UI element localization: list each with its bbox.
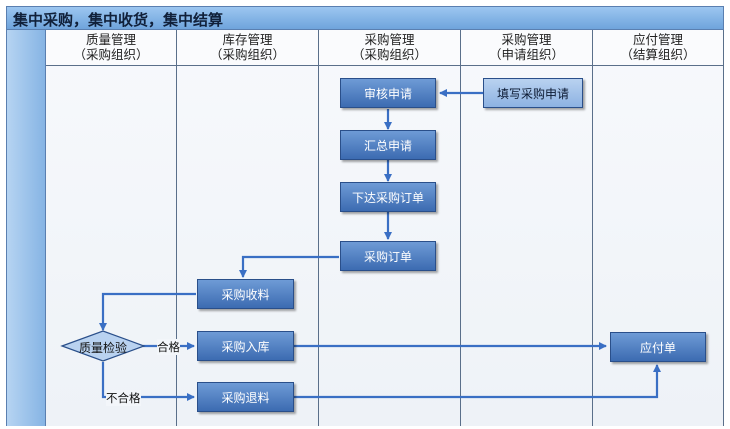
node-issue-order: 下达采购订单 [340,182,436,212]
lane-org: （采购组织） [351,47,427,62]
node-quality-check-label: 质量检验 [79,341,128,355]
lane-title: 采购管理 [501,32,552,47]
lane-title: 质量管理 [85,32,136,47]
node-label: 采购退料 [221,390,270,405]
diagram-title: 集中采购，集中收货，集中结算 [13,11,224,29]
node-payable: 应付单 [610,332,706,362]
node-label: 填写采购申请 [496,86,569,101]
quality-check-diamond [60,330,146,362]
lane-title: 采购管理 [364,32,415,47]
node-stock-in: 采购入库 [197,331,294,361]
lane-title: 应付管理 [632,32,683,47]
node-purchase-order: 采购订单 [340,241,436,271]
title-bar: 集中采购，集中收货，集中结算 [6,6,724,30]
lane-header-request-org: 采购管理 （申请组织） [461,30,592,66]
edge-receive-to-check [99,292,196,331]
edge-po-to-receive [239,255,339,278]
node-label: 采购入库 [221,339,270,354]
lane-header-quality: 质量管理 （采购组织） [46,30,176,66]
node-label: 下达采购订单 [351,190,424,205]
node-return-goods: 采购退料 [197,382,294,412]
node-fill-request: 填写采购申请 [483,78,583,108]
node-label: 采购订单 [363,249,412,264]
left-band [6,30,46,426]
node-label: 应付单 [639,340,676,355]
edge-label-pass: 合格 [157,339,180,355]
lane-header-payable: 应付管理 （结算组织） [593,30,723,66]
edge-return-to-payable [294,364,661,399]
lane-org: （申请组织） [488,47,564,62]
lane-title: 库存管理 [222,32,273,47]
lane-quality: 质量管理 （采购组织） [46,30,177,426]
lane-org: （采购组织） [209,47,285,62]
lane-org: （结算组织） [620,47,696,62]
node-summarize-request: 汇总申请 [340,130,436,160]
node-receive-goods: 采购收料 [197,279,294,309]
edge-check-fail [101,362,195,401]
node-label: 审核申请 [363,86,412,101]
lane-header-purchase-org: 采购管理 （采购组织） [319,30,460,66]
edge-label-fail: 不合格 [106,390,141,406]
lane-header-inventory: 库存管理 （采购组织） [177,30,318,66]
node-label: 采购收料 [221,287,270,302]
node-label: 汇总申请 [363,138,412,153]
lane-org: （采购组织） [73,47,149,62]
node-review-request: 审核申请 [340,78,436,108]
